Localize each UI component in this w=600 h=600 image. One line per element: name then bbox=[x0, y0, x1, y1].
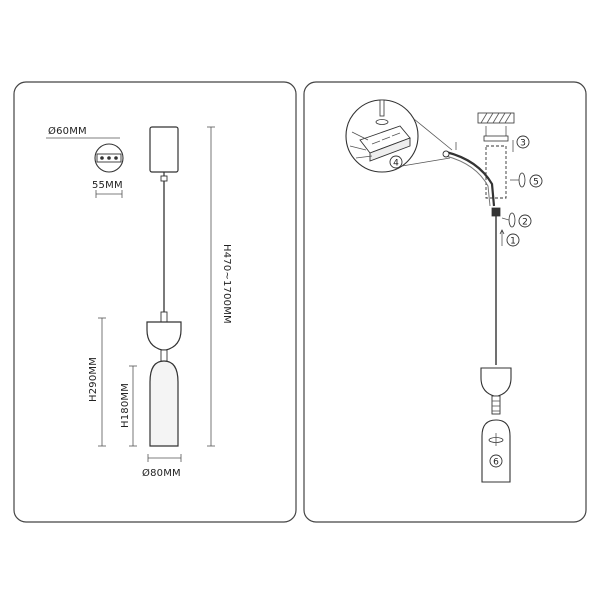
pendant-lamp-side-view bbox=[146, 126, 182, 447]
canopy-height-label: 55MM bbox=[92, 180, 123, 191]
canopy-top-icon bbox=[94, 143, 124, 173]
shade-diameter-label: Ø80MM bbox=[142, 467, 181, 479]
step-marker-1: 1 bbox=[506, 233, 520, 247]
svg-text:2: 2 bbox=[522, 218, 528, 228]
cable-fitting bbox=[160, 311, 168, 323]
total-height-label: H470~1700MM bbox=[221, 244, 232, 324]
canopy-exploded bbox=[485, 145, 507, 199]
shade-height-dimension bbox=[98, 317, 106, 447]
step-marker-3: 3 bbox=[516, 135, 530, 149]
canopy bbox=[149, 126, 179, 173]
step-marker-4: 4 bbox=[389, 155, 403, 169]
ceiling-surface bbox=[477, 112, 515, 142]
step-marker-5: 5 bbox=[529, 174, 543, 188]
socket-exploded bbox=[491, 395, 501, 415]
svg-text:3: 3 bbox=[520, 139, 526, 149]
svg-text:4: 4 bbox=[393, 159, 399, 169]
step-marker-6: 6 bbox=[489, 454, 503, 468]
canopy-diameter-label: Ø60MM bbox=[48, 125, 87, 137]
shade-diameter-dimension bbox=[147, 454, 182, 462]
detail-magnifier bbox=[345, 99, 453, 173]
shade-height-label: H290MM bbox=[88, 357, 99, 402]
cord-grip bbox=[160, 175, 168, 182]
upper-cap-exploded bbox=[480, 367, 512, 397]
total-height-dimension bbox=[207, 126, 215, 447]
svg-text:5: 5 bbox=[533, 178, 539, 188]
mounting-bracket bbox=[483, 135, 509, 142]
dimensions-panel: Ø60MM 55MM H470~17 bbox=[13, 81, 297, 523]
glass-shade bbox=[149, 360, 179, 447]
supply-wires bbox=[445, 150, 496, 207]
step-marker-2: 2 bbox=[518, 214, 532, 228]
side-screw bbox=[510, 172, 526, 188]
svg-text:6: 6 bbox=[493, 458, 499, 468]
installation-panel: 1 2 3 4 5 6 bbox=[303, 81, 587, 523]
glass-shade-exploded bbox=[481, 419, 511, 483]
lower-height-dimension bbox=[129, 365, 137, 447]
installation-panel-frame bbox=[303, 81, 587, 523]
lower-height-label: H180MM bbox=[120, 383, 131, 428]
dimensions-panel-frame bbox=[13, 81, 297, 523]
lamp-socket bbox=[160, 349, 168, 362]
svg-text:1: 1 bbox=[510, 237, 516, 247]
upper-cap bbox=[146, 321, 182, 351]
